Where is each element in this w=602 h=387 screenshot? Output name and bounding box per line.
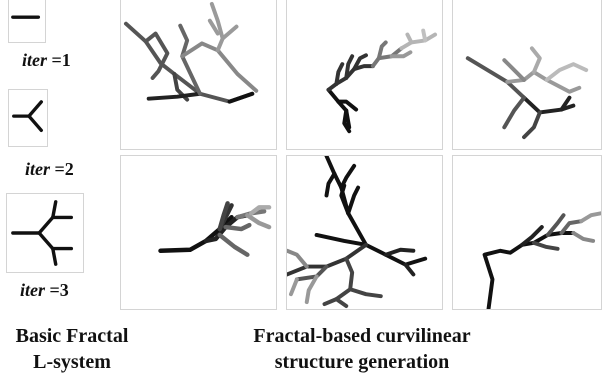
- generated-structure-4: [120, 155, 277, 310]
- caption-basic-fractal: Basic Fractal L-system: [0, 323, 172, 375]
- iter-label-3: iter =3: [20, 280, 69, 301]
- branch-figure-6: [453, 156, 601, 309]
- generated-structure-5: [286, 155, 443, 310]
- caption-generation-line1: Fractal-based curvilinear: [192, 323, 532, 349]
- branch-figure-1: [121, 0, 276, 149]
- iter-value-2: =2: [55, 159, 74, 179]
- branch-figure-2: [287, 0, 442, 149]
- lsystem-iter1-figure: [9, 0, 45, 42]
- caption-basic-line2: L-system: [0, 349, 172, 375]
- lsystem-iter3-panel: [6, 193, 84, 273]
- branch-figure-3: [453, 0, 601, 149]
- iter-var-3: iter: [20, 280, 45, 300]
- caption-generation-line2: structure generation: [192, 349, 532, 375]
- lsystem-iter3-figure: [7, 194, 83, 272]
- iter-var-2: iter: [25, 159, 50, 179]
- iter-value-3: =3: [50, 280, 69, 300]
- generated-structure-2: [286, 0, 443, 150]
- generated-structure-1: [120, 0, 277, 150]
- lsystem-iter2-figure: [9, 90, 47, 146]
- branch-figure-4: [121, 156, 276, 309]
- branch-figure-5: [287, 156, 442, 309]
- caption-fractal-generation: Fractal-based curvilinear structure gene…: [192, 323, 532, 375]
- caption-basic-line1: Basic Fractal: [0, 323, 172, 349]
- generated-structure-3: [452, 0, 602, 150]
- iter-label-1: iter =1: [22, 50, 71, 71]
- generated-structure-6: [452, 155, 602, 310]
- iter-var-1: iter: [22, 50, 47, 70]
- iter-label-2: iter =2: [25, 159, 74, 180]
- lsystem-iter2-panel: [8, 89, 48, 147]
- lsystem-iter1-panel: [8, 0, 46, 43]
- iter-value-1: =1: [52, 50, 71, 70]
